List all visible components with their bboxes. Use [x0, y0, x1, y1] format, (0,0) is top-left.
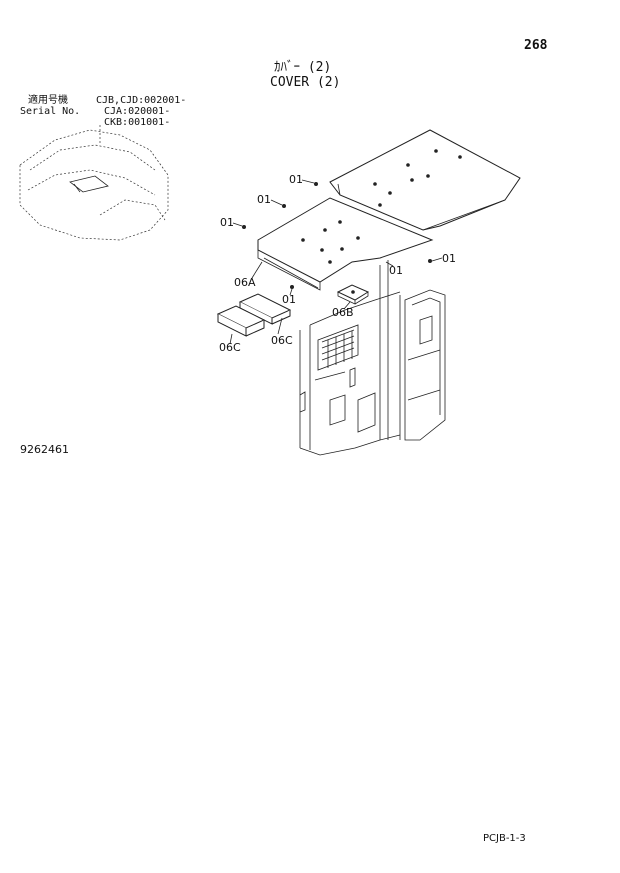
serial-label-japanese: 適用号機 [28, 95, 68, 106]
callout-06b: 06B [332, 306, 354, 319]
upper-cover-panel [329, 129, 521, 231]
bolt [290, 285, 294, 289]
serial-label-english: Serial No. [20, 106, 81, 117]
callout-01: 01 [282, 293, 296, 306]
bolt [242, 225, 246, 229]
callout-01: 01 [220, 216, 234, 229]
title-japanese: ｶﾊﾞｰ (2) [274, 60, 332, 75]
leader-lines [229, 179, 443, 345]
figure-number: 9262461 [20, 443, 69, 456]
middle-cover-plate [257, 197, 434, 291]
title-english: COVER (2) [270, 75, 341, 90]
machine-thumbnail [19, 125, 169, 241]
callout-06a: 06A [234, 276, 256, 289]
pad-06b [336, 284, 370, 305]
callout-06c: 06C [271, 334, 293, 347]
pad-06c-lower [216, 305, 266, 337]
callout-01: 01 [389, 264, 403, 277]
pad-06c-upper [238, 293, 292, 325]
callout-01: 01 [442, 252, 456, 265]
callout-06c: 06C [219, 341, 241, 354]
page-code: PCJB-1-3 [483, 833, 526, 844]
callout-01: 01 [257, 193, 271, 206]
bolt [428, 259, 432, 263]
serial-code: CJB,CJD:002001- [96, 95, 187, 106]
bolt [314, 182, 318, 186]
page-number: 268 [524, 38, 548, 53]
callout-01: 01 [289, 173, 303, 186]
serial-code: CJA:020001- [104, 106, 171, 117]
frame-structure [299, 260, 446, 456]
bolt [282, 204, 286, 208]
serial-code: CKB:001001- [104, 117, 171, 128]
